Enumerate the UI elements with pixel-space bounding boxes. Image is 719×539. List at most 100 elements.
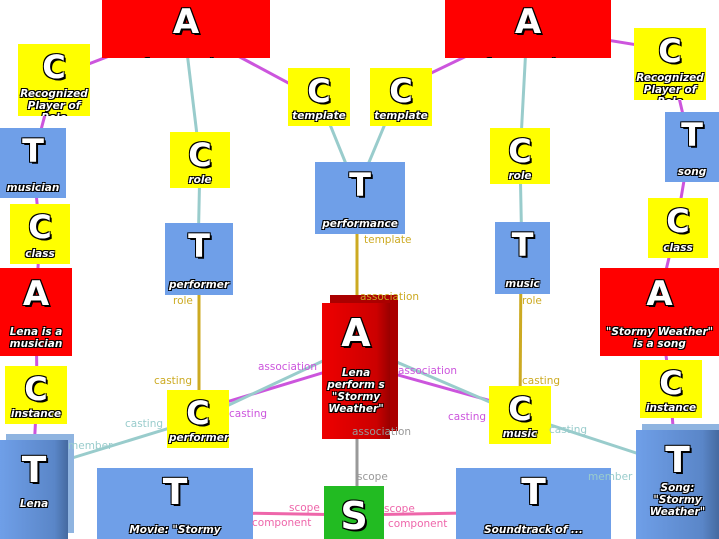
node-letter: T	[349, 166, 371, 204]
node-t-lena: T Lena	[0, 440, 68, 539]
edge-label-role-right: role	[522, 295, 542, 307]
node-label: Lena	[19, 498, 49, 510]
node-letter: C	[186, 394, 210, 432]
node-label: "Stormy Weather" is a song	[605, 326, 714, 350]
node-letter: T	[511, 226, 534, 264]
edge-label-casting-right-purple: casting	[448, 411, 487, 423]
edge-label-casting-right: casting	[522, 375, 561, 387]
node-label: performance	[322, 218, 398, 230]
node-label: class	[25, 248, 55, 260]
node-label: role	[508, 170, 532, 182]
node-a-center: A Lena perform s "Stormy Weather"	[322, 303, 390, 439]
edge-label-scope-left: scope	[289, 502, 320, 514]
node-letter: T	[162, 472, 188, 513]
edge-label-casting-left: casting	[154, 375, 193, 387]
edge-label-role-left: role	[173, 295, 193, 307]
edge-label-component-left: component	[252, 517, 312, 529]
node-label: music	[502, 428, 538, 440]
node-letter: C	[658, 32, 682, 70]
node-a-lena: A Lena is a musician	[0, 268, 72, 356]
edge-label-association-right: association	[398, 365, 458, 377]
edge-label-member-left: member	[68, 440, 113, 452]
node-a-stormy-song: A "Stormy Weather" is a song	[600, 268, 719, 356]
edge-label-component-right: component	[388, 518, 448, 530]
node-label: Recognized Player of Role	[636, 72, 704, 100]
node-letter: C	[307, 72, 331, 110]
edge-label-casting-left-purple: casting	[229, 408, 268, 420]
node-t-soundtrack: T Soundtrack of ...	[456, 468, 611, 539]
edge-label-scope: scope	[357, 471, 388, 483]
node-label: performer	[169, 432, 229, 444]
node-letter: C	[508, 132, 532, 170]
edge-label-scope-right: scope	[384, 503, 415, 515]
node-letter: A	[341, 311, 371, 355]
edge-label-template: template	[364, 234, 412, 246]
node-letter: S	[340, 494, 368, 538]
node-label: Soundtrack of ...	[484, 524, 583, 536]
node-a-top-left: Aperformances have a performer role; per…	[102, 0, 270, 58]
node-letter: C	[42, 48, 66, 86]
edge-label-casting-left-cyan: casting	[125, 418, 164, 430]
node-letter: A	[22, 274, 50, 314]
node-letter: T	[681, 116, 703, 154]
node-label: music	[505, 278, 540, 290]
node-letter: T	[22, 132, 44, 170]
node-letter: C	[24, 370, 48, 408]
node-label: Song: "Stormy Weather"	[649, 482, 706, 518]
node-label: musician	[6, 182, 60, 194]
node-letter: C	[666, 202, 690, 240]
node-label: performances have a music role music mus…	[447, 57, 609, 58]
edge-label-association-bottom: association	[352, 426, 412, 438]
node-letter: C	[28, 208, 52, 246]
node-letter: A	[514, 2, 542, 42]
node-s-scope: S	[324, 486, 384, 539]
edge-label-association-left: association	[258, 361, 318, 373]
edge-label-member-right: member	[588, 471, 633, 483]
node-letter: C	[389, 72, 413, 110]
node-letter: A	[172, 2, 200, 42]
node-label: Recognized Player of Role	[20, 88, 88, 116]
node-label: class	[663, 242, 693, 254]
node-letter: T	[521, 472, 546, 513]
node-letter: T	[21, 450, 47, 491]
node-t-movie: T Movie: "Stormy	[97, 468, 253, 539]
node-label: instance	[645, 402, 697, 414]
node-label: instance	[10, 408, 62, 420]
node-label: song	[677, 166, 707, 178]
node-letter: T	[188, 227, 210, 265]
node-letter: T	[665, 440, 690, 481]
node-label: Lena is a musician	[9, 326, 63, 350]
node-label: performances have a performer role; perf…	[104, 57, 268, 58]
node-letter: C	[508, 390, 532, 428]
edge-label-association-top: association	[360, 291, 420, 303]
node-letter: C	[659, 364, 683, 402]
node-letter: A	[646, 274, 673, 314]
node-label: role	[188, 174, 212, 186]
node-a-top-right: Aperformances have a music role music mu…	[445, 0, 611, 58]
edge-label-casting-right-cyan: casting	[549, 424, 588, 436]
node-label: Movie: "Stormy	[129, 524, 221, 536]
node-label: Lena perform s "Stormy Weather"	[327, 367, 385, 415]
node-letter: C	[188, 136, 212, 174]
node-label: template	[374, 110, 428, 122]
node-label: template	[292, 110, 346, 122]
